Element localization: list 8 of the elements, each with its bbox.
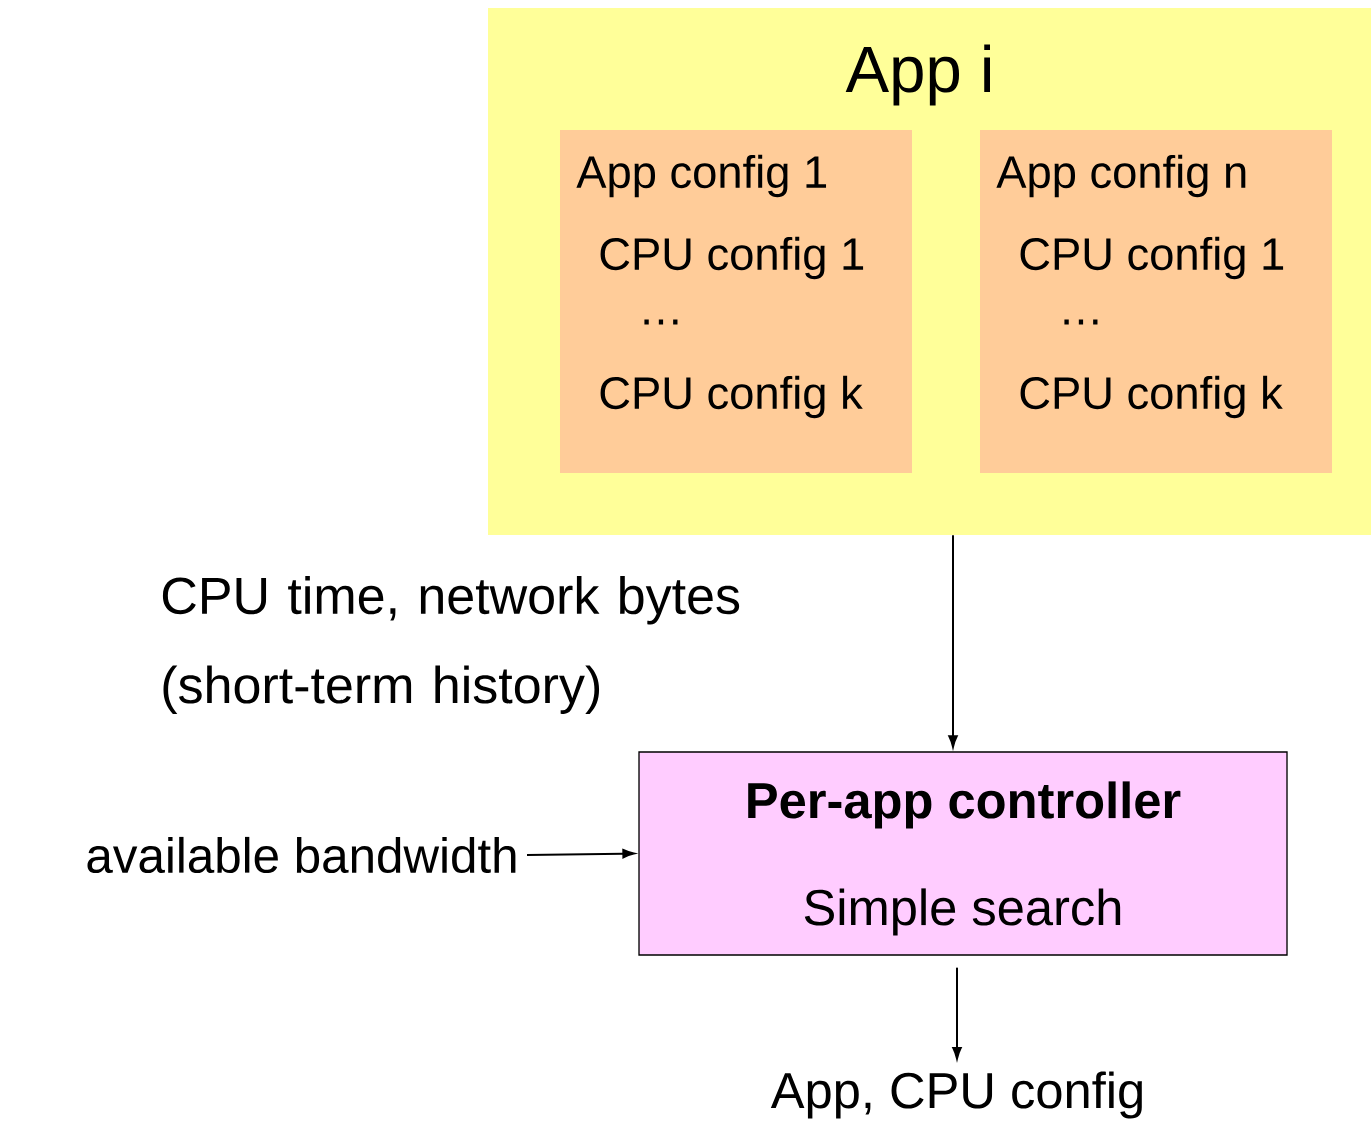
node-text: App, CPU config: [770, 1071, 1142, 1119]
edge-label: CPU time, network bytes (short-term history): [162, 576, 740, 714]
arrow: [952, 966, 962, 1060]
controller-box: Per-app controller Simple search: [638, 751, 1288, 956]
node-text: available bandwidth: [87, 836, 516, 874]
config-box: App config n CPU config 1 … CPU config k: [980, 130, 1332, 473]
arrow: [948, 534, 958, 748]
config-box: App config 1 CPU config 1 … CPU config k: [560, 130, 912, 473]
